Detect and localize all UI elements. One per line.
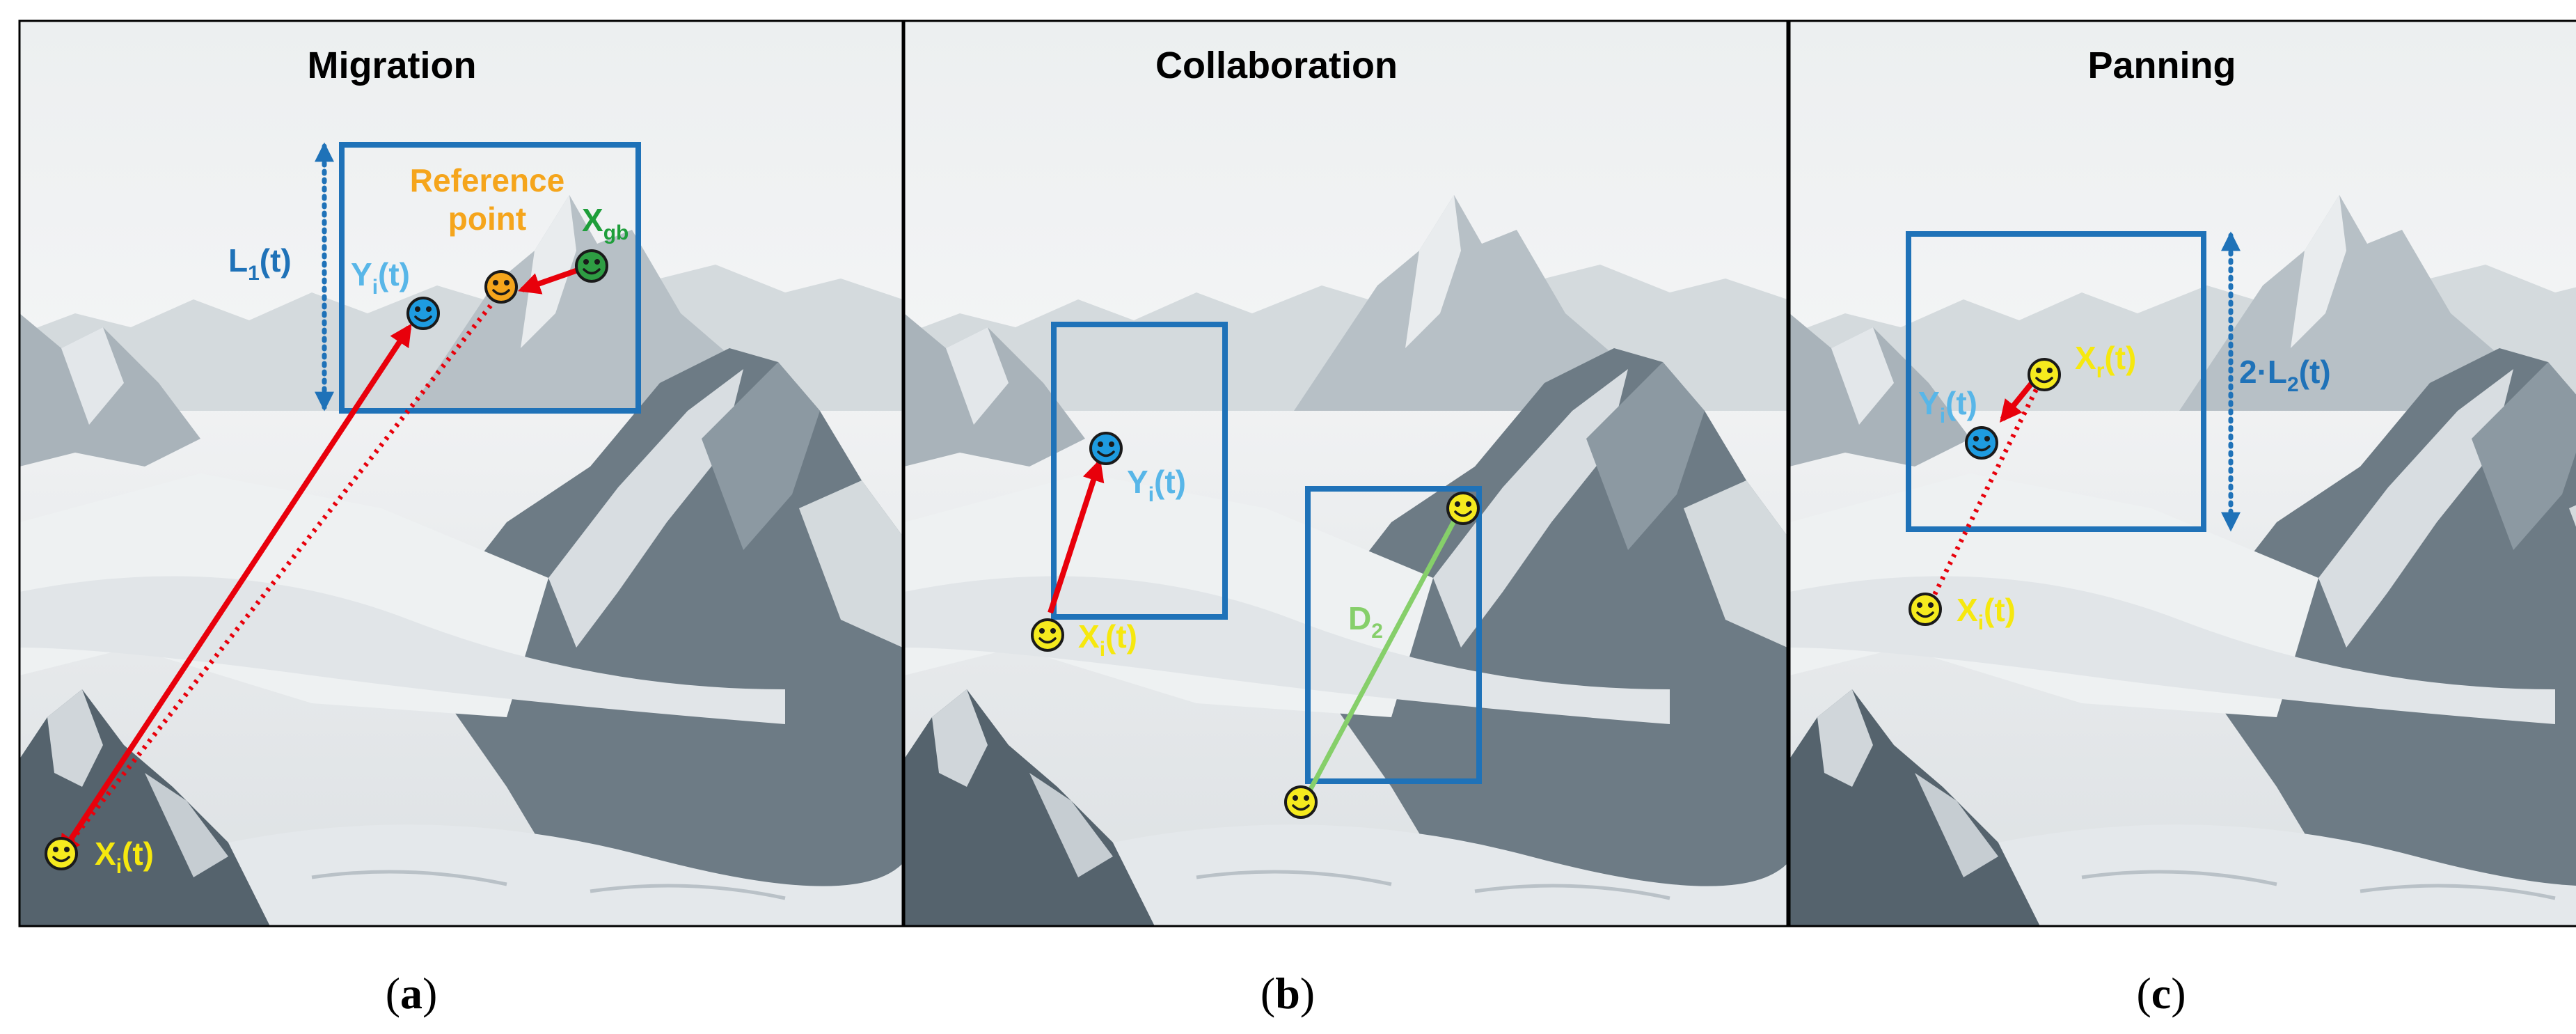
agent-yi-icon (1965, 426, 1998, 460)
reference-label-line1: Reference (410, 162, 564, 198)
mountain-background-image (904, 21, 1787, 926)
xi-label: Xi(t) (1957, 592, 2016, 634)
panel-panning: Panning 2·L2(t) Xr(t) Yi(t) Xi(t) (1789, 21, 2576, 926)
yi-label: Yi(t) (351, 256, 410, 299)
agent-yi-icon (406, 297, 440, 330)
d2-label: D2 (1348, 600, 1383, 643)
reference-label-line2: point (448, 201, 526, 237)
yi-label: Yi(t) (1918, 385, 1977, 428)
agent-partner-icon-2 (1284, 785, 1318, 819)
reference-point-agent-icon (484, 270, 518, 304)
xi-label: Xi(t) (95, 836, 154, 878)
collaboration-arrow-xi-to-yi (1048, 458, 1105, 614)
mountain-background-image (19, 21, 903, 926)
agent-yi-icon (1089, 432, 1123, 465)
agent-xi-icon (1031, 618, 1064, 652)
search-region-box (1906, 231, 2206, 532)
caption-c: (c) (2136, 969, 2186, 1018)
panning-dotted-line (1925, 373, 2046, 611)
panel-collaboration: Collaboration Yi(t) Xi(t) D2 (904, 21, 1787, 926)
search-region-box-2 (1305, 486, 1482, 784)
d2-distance-line (1302, 504, 1465, 802)
agent-partner-icon (1446, 492, 1480, 525)
caption-b: (b) (1261, 969, 1315, 1018)
xgb-to-reference-arrow (517, 267, 579, 295)
search-region-box (339, 142, 641, 414)
l1-label: L1(t) (228, 242, 292, 285)
caption-a: (a) (386, 969, 438, 1018)
l2-label: 2·L2(t) (2239, 354, 2331, 396)
xgb-label: Xgb (582, 202, 629, 244)
panel-title-panning: Panning (2088, 45, 2236, 86)
panel-title-migration: Migration (308, 45, 477, 86)
yi-label: Yi(t) (1127, 464, 1186, 506)
panel-migration: Migration L1(t) Reference point Xgb Yi(t… (19, 21, 903, 926)
panel-title-collaboration: Collaboration (1155, 45, 1398, 86)
reference-dotted-line (59, 292, 502, 856)
xr-label: Xr(t) (2075, 340, 2136, 382)
agent-xi-icon (45, 837, 78, 870)
migration-arrow-xi-to-yi (58, 323, 412, 858)
agent-xr-icon (2028, 358, 2061, 391)
xi-label: Xi(t) (1078, 618, 1137, 661)
search-region-box-1 (1051, 322, 1228, 620)
agent-xi-icon (1909, 593, 1942, 626)
agent-xgb-icon (575, 249, 608, 283)
